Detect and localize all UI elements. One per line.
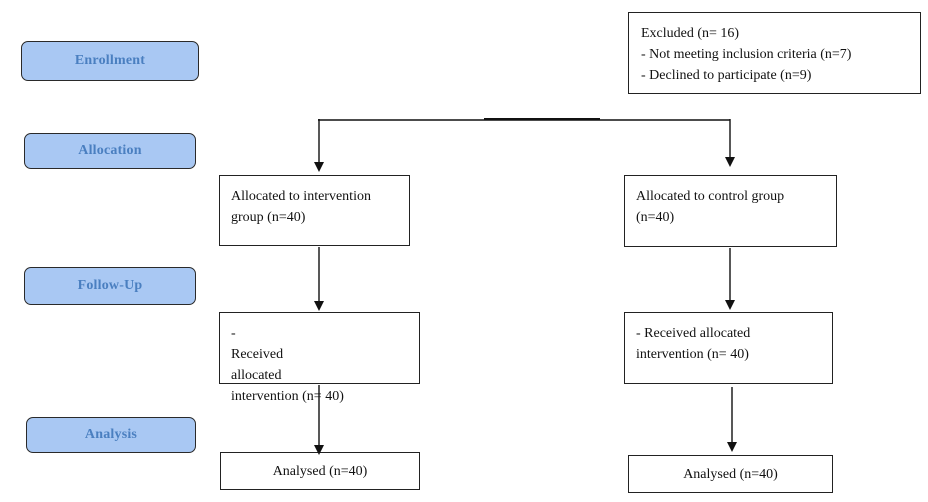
excluded-box: Excluded (n= 16) - Not meeting inclusion… — [628, 12, 921, 94]
stage-allocation: Allocation — [24, 133, 196, 169]
control-analysed-label: Analysed (n=40) — [683, 466, 778, 482]
intervention-allocated-box: Allocated to intervention group (n=40) — [219, 175, 410, 246]
flow-diagram: Enrollment Allocation Follow-Up Analysis… — [8, 7, 924, 500]
intervention-received-line-1: - Received allocated — [231, 323, 408, 386]
excluded-reason-declined: - Declined to participate (n=9) — [641, 68, 812, 83]
intervention-analysed-box: Analysed (n=40) — [220, 452, 420, 490]
control-received-line-1: - Received allocated — [636, 326, 751, 341]
control-received-box: - Received allocated intervention (n= 40… — [624, 312, 833, 384]
connector-lines — [314, 118, 737, 455]
intervention-received-word: Received — [231, 347, 284, 362]
excluded-title: Excluded (n= 16) — [641, 26, 740, 41]
stage-analysis-label: Analysis — [84, 427, 138, 442]
control-allocated-box: Allocated to control group (n=40) — [624, 175, 837, 247]
intervention-allocated-line-2: group (n=40) — [231, 210, 306, 225]
control-analysed-box: Analysed (n=40) — [628, 455, 833, 493]
stage-follow-up-label: Follow-Up — [77, 278, 143, 293]
stage-enrollment-label: Enrollment — [74, 53, 146, 68]
intervention-received-dash: - — [231, 326, 236, 341]
stage-analysis: Analysis — [26, 417, 196, 453]
intervention-allocated-line-1: Allocated to intervention — [231, 189, 371, 204]
intervention-analysed-label: Analysed (n=40) — [272, 463, 368, 479]
intervention-received-line-2: intervention (n= 40) — [231, 389, 344, 404]
stage-enrollment: Enrollment — [21, 41, 199, 81]
intervention-received-box: - Received allocated intervention (n= 40… — [219, 312, 420, 404]
control-received-line-2: intervention (n= 40) — [636, 347, 749, 362]
control-allocated-line-1: Allocated to control group — [636, 189, 785, 204]
excluded-reason-inclusion: - Not meeting inclusion criteria (n=7) — [641, 47, 852, 62]
stage-allocation-label: Allocation — [78, 143, 142, 158]
stage-follow-up: Follow-Up — [24, 267, 196, 305]
control-allocated-line-2: (n=40) — [636, 210, 675, 225]
intervention-allocated-word: allocated — [231, 368, 282, 383]
